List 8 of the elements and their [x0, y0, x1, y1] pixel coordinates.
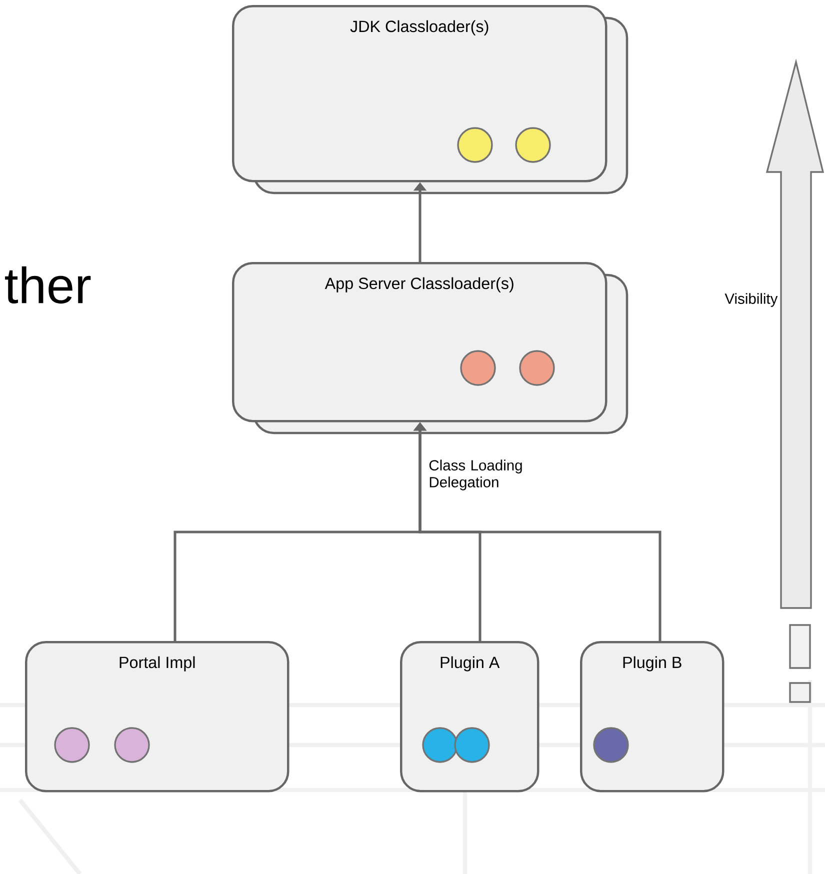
axis-label: Visibility: [724, 293, 778, 307]
classloader-box: Plugin B: [580, 641, 724, 792]
edge-label: Class Loading Delegation: [429, 460, 522, 490]
slide-text: ther: [5, 266, 91, 304]
classloader-box: JDK Classloader(s): [232, 5, 628, 194]
classloader-box: Plugin A: [400, 641, 540, 792]
classloader-box: App Server Classloader(s): [232, 262, 628, 434]
classloader-box: Portal Impl: [25, 641, 290, 792]
